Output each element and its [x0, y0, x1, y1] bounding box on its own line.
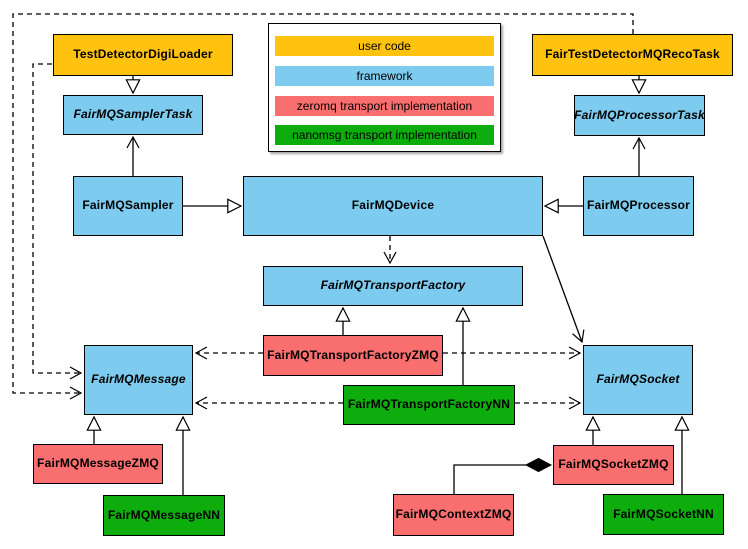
legend-label: framework: [356, 69, 413, 83]
class-box-testdetectordigiloader: TestDetectorDigiLoader: [53, 34, 233, 76]
edge-contextzmq-to-socketzmq: [453, 465, 551, 494]
class-box-fairmqmessagezmq: FairMQMessageZMQ: [33, 444, 163, 484]
edge-device-to-socket: [542, 235, 585, 344]
class-box-fairmqdevice: FairMQDevice: [243, 176, 543, 236]
legend-item-zeromq: zeromq transport implementation: [275, 96, 494, 116]
class-box-fairmqcontextzmq: FairMQContextZMQ: [393, 494, 514, 536]
class-box-fairmqsampler: FairMQSampler: [73, 176, 183, 236]
legend: user code framework zeromq transport imp…: [268, 23, 501, 152]
legend-item-user-code: user code: [275, 36, 494, 56]
legend-item-framework: framework: [275, 66, 494, 86]
class-box-fairmqsocketzmq: FairMQSocketZMQ: [553, 445, 674, 485]
class-box-fairtestdetectormqrecotask: FairTestDetectorMQRecoTask: [532, 34, 733, 76]
class-box-fairmqsamplertask: FairMQSamplerTask: [63, 95, 203, 135]
class-box-fairmqsocketnn: FairMQSocketNN: [603, 494, 724, 535]
class-box-fairmqtransportfactorynn: FairMQTransportFactoryNN: [343, 385, 515, 425]
class-box-fairmqtransportfactory: FairMQTransportFactory: [263, 266, 523, 306]
legend-label: zeromq transport implementation: [296, 99, 473, 113]
legend-label: user code: [358, 39, 411, 53]
class-box-fairmqtransportfactoryzmq: FairMQTransportFactoryZMQ: [263, 335, 443, 376]
class-box-fairmqprocessortask: FairMQProcessorTask: [574, 95, 705, 136]
class-box-fairmqprocessor: FairMQProcessor: [583, 176, 694, 236]
class-box-fairmqmessagenn: FairMQMessageNN: [103, 495, 225, 536]
legend-item-nanomsg: nanomsg transport implementation: [275, 125, 494, 145]
legend-label: nanomsg transport implementation: [292, 128, 477, 142]
class-box-fairmqsocket: FairMQSocket: [583, 345, 693, 415]
class-box-fairmqmessage: FairMQMessage: [84, 345, 193, 415]
